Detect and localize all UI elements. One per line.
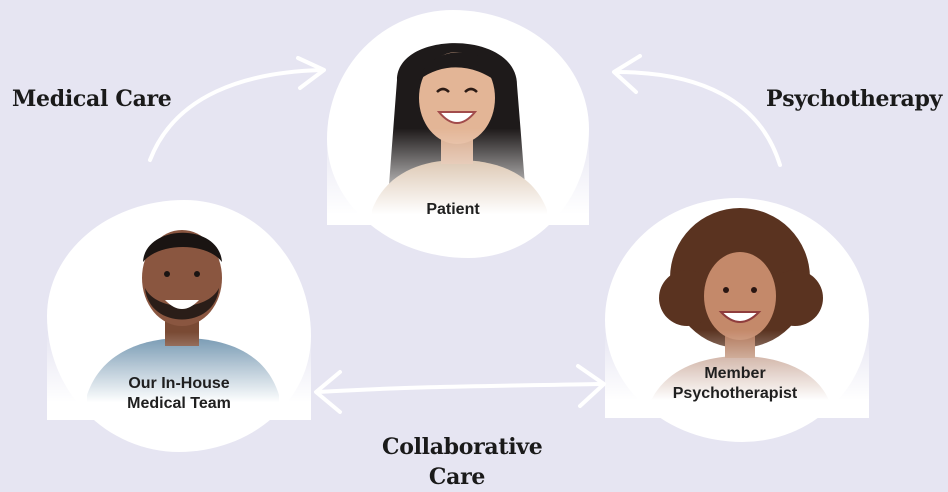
psychotherapy-arrowhead (612, 54, 642, 94)
patient-caption: Patient (426, 201, 480, 218)
medical-care-arrow (148, 68, 324, 162)
medical-team-caption-line-1: Our In-House (128, 375, 230, 392)
psychotherapist-caption-line-1: Member (704, 365, 766, 382)
patient-portrait (327, 10, 589, 225)
collaborative-right-arrowhead (576, 364, 606, 408)
collaborative-care-arrow (316, 382, 602, 394)
psychotherapist-portrait (605, 198, 869, 418)
collaborative-care-line-2: Care (428, 464, 486, 490)
patient-node (327, 10, 589, 258)
medical-team-portrait (47, 200, 311, 420)
psychotherapy-label: Psychotherapy (766, 86, 943, 112)
medical-care-arrowhead (296, 56, 326, 90)
psychotherapist-caption-line-2: Psychotherapist (672, 385, 798, 402)
psychotherapist-node (605, 198, 869, 442)
psychotherapist-caption: Member Psychotherapist (660, 364, 810, 404)
medical-care-label: Medical Care (12, 86, 172, 112)
collaborative-care-line-1: Collaborative (382, 434, 543, 460)
collaborative-left-arrowhead (314, 370, 342, 414)
medical-team-caption-line-2: Medical Team (127, 395, 231, 412)
medical-team-node (47, 200, 311, 452)
psychotherapy-arrow (614, 70, 782, 167)
medical-team-caption: Our In-House Medical Team (104, 374, 254, 414)
collaborative-care-label: Collaborative Care (382, 432, 543, 492)
